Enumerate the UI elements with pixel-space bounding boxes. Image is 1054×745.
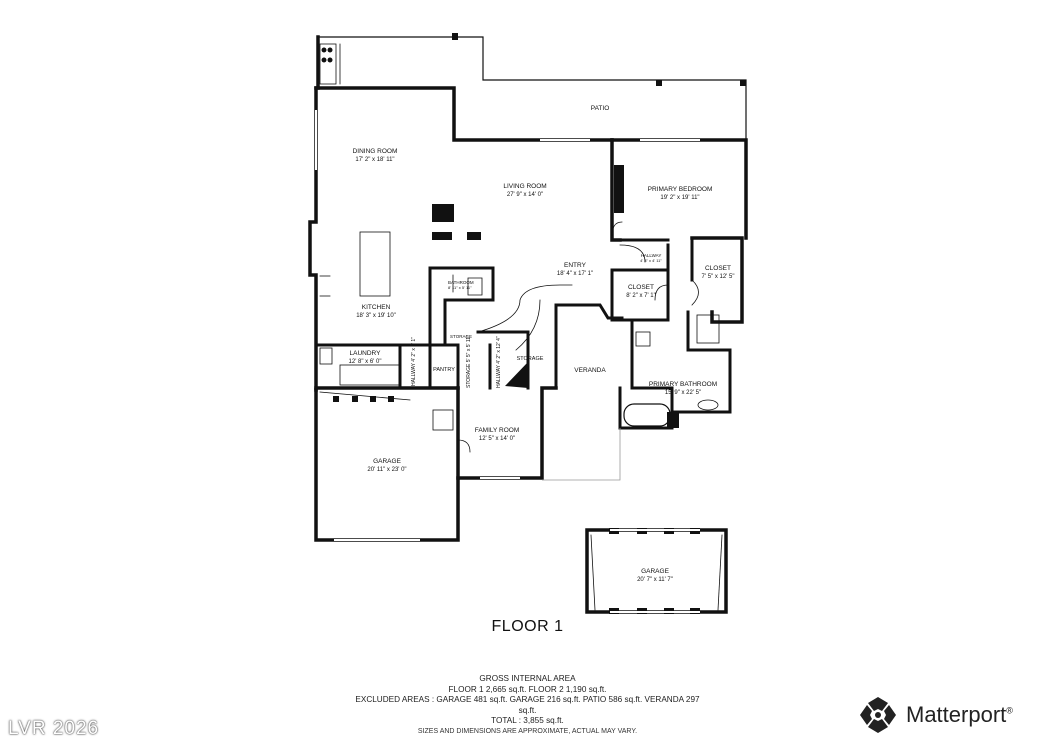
room-label-patio: PATIO <box>590 105 610 112</box>
matterport-logo-icon <box>860 697 896 733</box>
area-excluded: EXCLUDED AREAS : GARAGE 481 sq.ft. GARAG… <box>355 695 700 704</box>
area-heading: GROSS INTERNAL AREA <box>479 674 576 683</box>
solid-elements <box>321 33 746 614</box>
brand-logo: Matterport® <box>858 695 1048 737</box>
fixtures <box>319 43 723 611</box>
room-label-storage-a: STORAGE 5' 5" x 5' 11" <box>466 335 472 388</box>
room-label-storage-small: STORAGE <box>450 334 472 339</box>
room-label-veranda: VERANDA <box>574 367 606 374</box>
interior-walls <box>314 236 732 430</box>
room-label-hallway-laundry: HALLWAY 4' 2" x 7' 1" <box>411 337 417 386</box>
windows <box>315 110 700 613</box>
brand-name: Matterport® <box>906 702 1013 727</box>
area-disclaimer: SIZES AND DIMENSIONS ARE APPROXIMATE, AC… <box>417 727 638 735</box>
gross-area-summary: GROSS INTERNAL AREA FLOOR 1 2,665 sq.ft.… <box>315 674 740 737</box>
floor-title: FLOOR 1 <box>491 618 564 635</box>
bathtub <box>623 403 671 427</box>
room-label-pantry: PANTRY <box>433 367 455 373</box>
listing-watermark: LVR 2026 <box>8 718 100 739</box>
room-label-storage-b: STORAGE <box>516 356 544 362</box>
area-total: TOTAL : 3,855 sq.ft. <box>491 716 564 725</box>
area-excluded-unit: sq.ft. <box>518 705 537 715</box>
area-floors: FLOOR 1 2,665 sq.ft. FLOOR 2 1,190 sq.ft… <box>448 684 607 694</box>
room-label-hallway-mid: HALLWAY 4' 2" x 12' 4" <box>496 336 502 388</box>
